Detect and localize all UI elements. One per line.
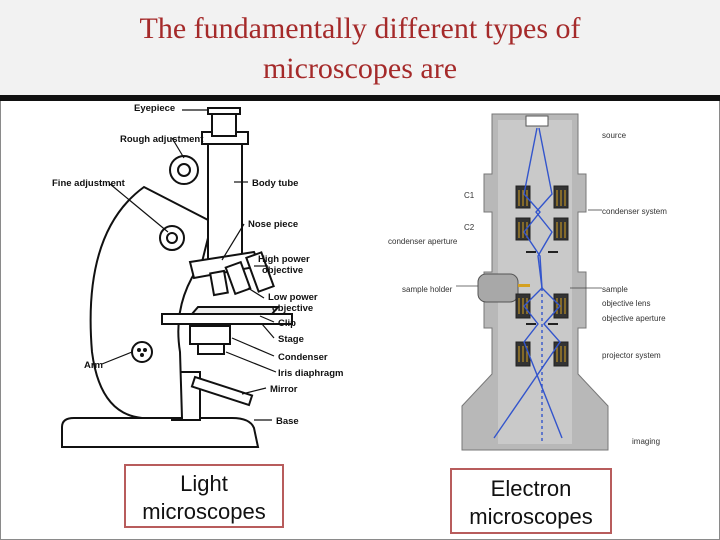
- label-stage: Stage: [278, 334, 304, 345]
- label-c1: C1: [464, 191, 475, 200]
- electron-microscope-diagram: source C1 C2 condenser system condenser …: [374, 102, 710, 462]
- label-arm: Arm: [84, 360, 103, 371]
- label-body-tube: Body tube: [252, 178, 298, 189]
- title-line-2: microscopes are: [262, 52, 458, 85]
- label-objective-aperture: objective aperture: [602, 314, 666, 323]
- caption-light-line-1: Light: [180, 471, 228, 496]
- label-c2: C2: [464, 223, 475, 232]
- base-shape: [61, 417, 260, 448]
- caption-electron-microscopes: Electron microscopes: [450, 468, 612, 534]
- label-objective-lens: objective lens: [602, 299, 650, 308]
- label-nose-piece: Nose piece: [248, 219, 298, 230]
- label-sample: sample: [602, 285, 628, 294]
- eyepiece-shape: [211, 111, 237, 137]
- caption-electron-line-2: microscopes: [469, 504, 593, 529]
- label-rough-adjustment: Rough adjustment: [120, 134, 204, 145]
- label-low-power-objective-2: objective: [272, 303, 313, 314]
- caption-light-microscopes: Light microscopes: [124, 464, 284, 528]
- light-microscope-diagram: Eyepiece Rough adjustment Fine adjustmen…: [22, 102, 358, 456]
- label-eyepiece: Eyepiece: [134, 103, 175, 114]
- label-condenser-system: condenser system: [602, 207, 667, 216]
- label-clip: Clip: [278, 318, 296, 329]
- label-low-power-objective-1: Low power: [268, 292, 318, 303]
- label-high-power-objective-2: objective: [262, 265, 303, 276]
- label-sample-holder: sample holder: [402, 285, 453, 294]
- label-high-power-objective-1: High power: [258, 254, 310, 265]
- label-source: source: [602, 131, 627, 140]
- label-imaging: imaging: [632, 437, 660, 446]
- caption-electron-line-1: Electron: [490, 476, 572, 501]
- title-area: The fundamentally different types of mic…: [0, 0, 720, 96]
- title-line-1: The fundamentally different types of: [139, 12, 581, 45]
- label-condenser-aperture: condenser aperture: [388, 237, 458, 246]
- label-fine-adjustment: Fine adjustment: [52, 178, 126, 189]
- sample-holder-shape: [477, 273, 519, 303]
- label-iris-diaphragm: Iris diaphragm: [278, 368, 343, 379]
- caption-light-line-2: microscopes: [142, 499, 266, 524]
- label-condenser: Condenser: [278, 352, 328, 363]
- label-base: Base: [276, 416, 299, 427]
- label-mirror: Mirror: [270, 384, 298, 395]
- title-divider: [0, 95, 720, 101]
- electron-beam: [493, 127, 563, 442]
- label-projector-system: projector system: [602, 351, 661, 360]
